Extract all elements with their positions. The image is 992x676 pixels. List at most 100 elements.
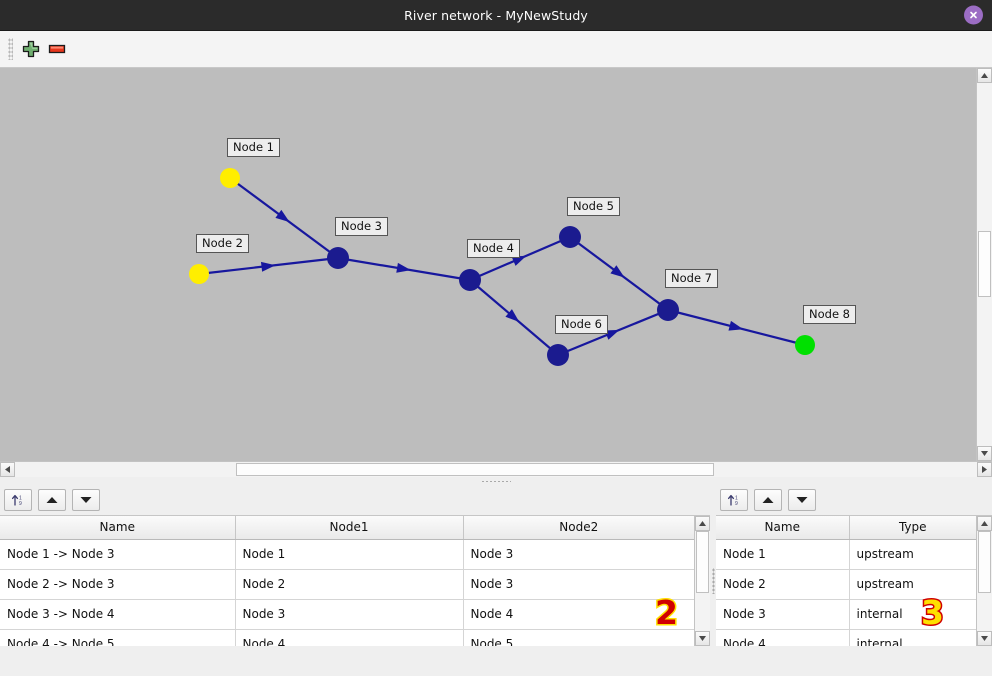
nodes-cell[interactable]: Node 3 (716, 599, 850, 630)
nodes-vertical-scroll-thumb[interactable] (978, 531, 991, 593)
links-cell[interactable]: Node 4 -> Node 5 (0, 629, 236, 646)
links-column-header-node1[interactable]: Node1 (235, 516, 464, 540)
graph-node-node3[interactable] (327, 247, 349, 269)
nodes-cell[interactable]: Node 4 (716, 629, 850, 646)
scroll-up-button[interactable] (977, 68, 992, 83)
network-graph (189, 168, 815, 366)
edge-arrow-icon (505, 309, 520, 323)
move-up-button[interactable] (38, 489, 66, 511)
vertical-scroll-thumb[interactable] (978, 231, 991, 297)
graph-node-node6[interactable] (547, 344, 569, 366)
links-vertical-scroll-thumb[interactable] (696, 531, 709, 593)
graph-node-node7[interactable] (657, 299, 679, 321)
graph-node-label-node4[interactable]: Node 4 (467, 239, 520, 259)
links-cell[interactable]: Node 3 (463, 539, 694, 570)
links-scroll-down-button[interactable] (695, 631, 710, 646)
move-down-button[interactable] (72, 489, 100, 511)
scroll-down-button[interactable] (977, 446, 992, 461)
graph-node-label-node1[interactable]: Node 1 (227, 138, 280, 158)
horizontal-scroll-thumb[interactable] (236, 463, 714, 476)
horizontal-scroll-track[interactable] (15, 462, 977, 477)
links-column-header-name[interactable]: Name (0, 516, 236, 540)
links-vertical-scroll-track[interactable] (695, 531, 710, 631)
links-cell[interactable]: Node 3 -> Node 4 (0, 599, 236, 630)
sort-button[interactable]: 1 9 (4, 489, 32, 511)
links-table-vertical-scrollbar[interactable] (694, 516, 710, 646)
nodes-cell[interactable]: internal (849, 599, 976, 630)
toolbar-grip[interactable] (8, 38, 13, 60)
links-column-header-node2[interactable]: Node2 (463, 516, 694, 540)
move-down-button[interactable] (788, 489, 816, 511)
graph-node-node2[interactable] (189, 264, 209, 284)
river-network-canvas[interactable]: Node 1 Node 2 Node 3 Node 4 Node 5 Node 6 Node… (0, 68, 976, 461)
scroll-right-button[interactable] (977, 462, 992, 477)
links-cell[interactable]: Node 2 (235, 569, 464, 600)
graph-node-node4[interactable] (459, 269, 481, 291)
nodes-column-header-name[interactable]: Name (716, 516, 850, 540)
nodes-column-header-type[interactable]: Type (849, 516, 976, 540)
nodes-cell[interactable]: Node 2 (716, 569, 850, 600)
graph-node-label-node2[interactable]: Node 2 (196, 234, 249, 254)
vertical-scroll-track[interactable] (977, 83, 992, 446)
graph-node-label-node3[interactable]: Node 3 (335, 217, 388, 237)
nodes-scroll-up-button[interactable] (977, 516, 992, 531)
graph-node-label-node6[interactable]: Node 6 (555, 315, 608, 335)
links-cell[interactable]: Node 3 (463, 569, 694, 600)
graph-node-label-node7[interactable]: Node 7 (665, 269, 718, 289)
graph-node-node1[interactable] (220, 168, 240, 188)
edge-arrow-icon (511, 255, 527, 266)
delete-node-button[interactable] (44, 36, 70, 62)
move-up-button[interactable] (754, 489, 782, 511)
window-title: River network - MyNewStudy (404, 7, 588, 23)
canvas-vertical-scrollbar[interactable] (976, 68, 992, 461)
nodes-vertical-scroll-track[interactable] (977, 531, 992, 631)
canvas-horizontal-scrollbar[interactable] (0, 461, 992, 477)
add-node-button[interactable] (18, 36, 44, 62)
vertical-splitter[interactable] (710, 485, 716, 676)
nodes-table-vertical-scrollbar[interactable] (976, 516, 992, 646)
graph-node-node5[interactable] (559, 226, 581, 248)
links-cell[interactable]: Node 1 (235, 539, 464, 570)
graph-node-label-node8[interactable]: Node 8 (803, 305, 856, 325)
title-bar: River network - MyNewStudy (0, 0, 992, 31)
nodes-cell[interactable]: internal (849, 629, 976, 646)
nodes-cell[interactable]: Node 1 (716, 539, 850, 570)
links-cell[interactable]: Node 2 -> Node 3 (0, 569, 236, 600)
edge-arrow-icon (396, 262, 411, 273)
close-icon[interactable] (964, 5, 983, 25)
graph-node-node8[interactable] (795, 335, 815, 355)
links-cell[interactable]: Node 4 (463, 599, 694, 630)
graph-node-label-node5[interactable]: Node 5 (567, 197, 620, 217)
nodes-panel-toolbar: 1 9 (716, 485, 992, 515)
edge-arrow-icon (610, 265, 625, 278)
links-cell[interactable]: Node 3 (235, 599, 464, 630)
links-cell[interactable]: Node 5 (463, 629, 694, 646)
svg-text:9: 9 (19, 501, 22, 507)
river-network-diagram-panel: Node 1 Node 2 Node 3 Node 4 Node 5 Node 6 Node… (0, 68, 992, 461)
links-scroll-up-button[interactable] (695, 516, 710, 531)
horizontal-splitter[interactable] (0, 477, 992, 485)
links-cell[interactable]: Node 4 (235, 629, 464, 646)
links-cell[interactable]: Node 1 -> Node 3 (0, 539, 236, 570)
sort-button[interactable]: 1 9 (720, 489, 748, 511)
nodes-scroll-down-button[interactable] (977, 631, 992, 646)
nodes-cell[interactable]: upstream (849, 569, 976, 600)
scroll-left-button[interactable] (0, 462, 15, 477)
nodes-cell[interactable]: upstream (849, 539, 976, 570)
main-toolbar (0, 31, 992, 68)
